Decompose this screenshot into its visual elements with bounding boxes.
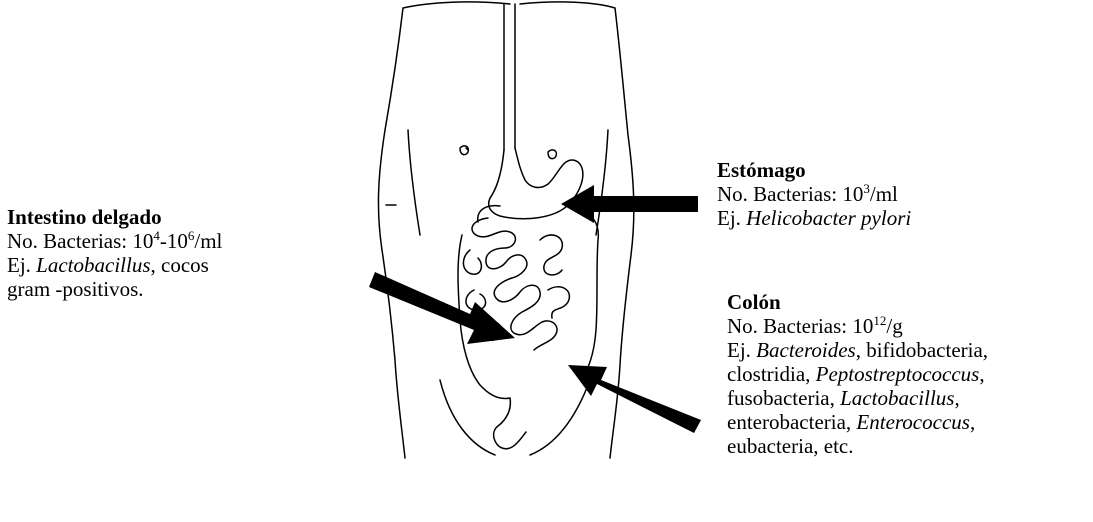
colon-example-line2: clostridia, Peptostreptococcus, [727,362,988,386]
nipple-right [548,150,556,159]
arm-line-left [408,130,420,235]
colon-title: Colón [727,290,988,314]
colon-example-line5: eubacteria, etc. [727,434,988,458]
nipple-left [460,146,468,155]
colon-count: No. Bacterias: 1012/g [727,314,988,338]
stomach-count: No. Bacterias: 103/ml [717,182,911,206]
small-intestine-example: Ej. Lactobacillus, cocos [7,253,222,277]
stomach-example: Ej. Helicobacter pylori [717,206,911,230]
small-intestine-title: Intestino delgado [7,205,222,229]
colon-arrow [568,365,701,433]
small-intestine-arrow [369,272,515,344]
small-intestine-count: No. Bacterias: 104-106/ml [7,229,222,253]
esophagus [504,4,515,150]
small-intestine-label: Intestino delgado No. Bacterias: 104-106… [7,205,222,301]
colon-example-line1: Ej. Bacteroides, bifidobacteria, [727,338,988,362]
small-intestine-example-line2: gram -positivos. [7,277,222,301]
stomach-arrow [561,185,698,223]
stomach-label: Estómago No. Bacterias: 103/ml Ej. Helic… [717,158,911,230]
groin-lines [440,380,590,455]
torso-outline [378,2,633,458]
arm-line-right [596,130,608,235]
colon-example-line3: fusobacteria, Lactobacillus, [727,386,988,410]
colon-label: Colón No. Bacterias: 1012/g Ej. Bacteroi… [727,290,988,458]
stomach-title: Estómago [717,158,911,182]
colon-example-line4: enterobacteria, Enterococcus, [727,410,988,434]
